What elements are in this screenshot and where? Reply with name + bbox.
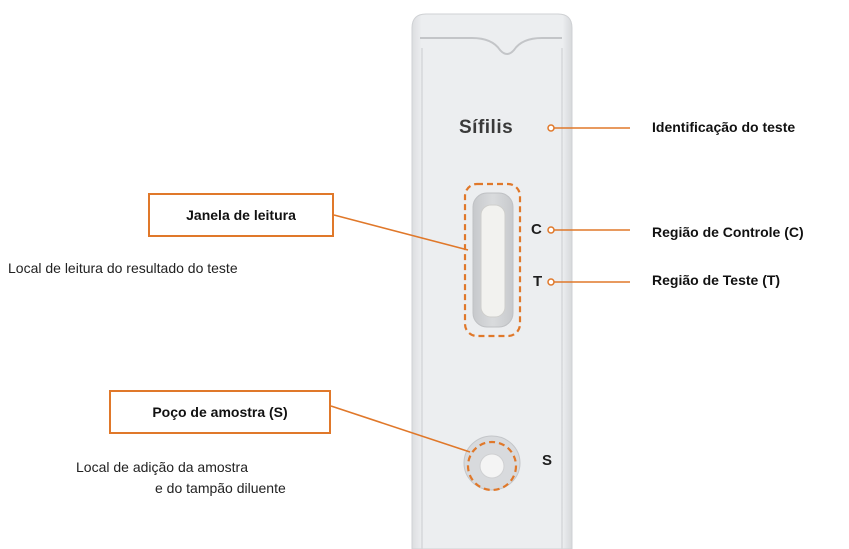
reading-window-description: Local de leitura do resultado do teste (8, 260, 238, 276)
cassette-brand-text: Sífilis (459, 117, 514, 138)
label-sample-well-text: Poço de amostra (S) (152, 404, 288, 420)
sample-well-description-line1: Local de adição da amostra (76, 459, 248, 475)
label-reading-window: Janela de leitura (148, 193, 334, 237)
sample-well-highlight (466, 440, 518, 492)
leader-test-id-dot (547, 124, 555, 132)
leader-test-region-dot (547, 278, 555, 286)
leader-reading-window (333, 214, 469, 251)
sample-well-inner (479, 453, 505, 479)
label-control-region: Região de Controle (C) (652, 224, 804, 240)
label-test-region: Região de Teste (T) (652, 272, 781, 288)
leader-control-dot (547, 226, 555, 234)
test-marker: T (533, 273, 543, 290)
sample-well-description-line2: e do tampão diluente (155, 480, 286, 496)
label-test-identification: Identificação do teste (652, 119, 796, 135)
reading-window-highlight (463, 182, 522, 338)
leader-sample-well (330, 405, 471, 453)
reading-window-strip (480, 204, 506, 318)
label-sample-well: Poço de amostra (S) (109, 390, 331, 434)
control-marker: C (531, 221, 542, 238)
label-reading-window-text: Janela de leitura (186, 207, 296, 223)
cassette-top-notch (420, 37, 562, 55)
cassette-inner-bevel (421, 48, 563, 549)
sample-marker: S (542, 452, 553, 469)
